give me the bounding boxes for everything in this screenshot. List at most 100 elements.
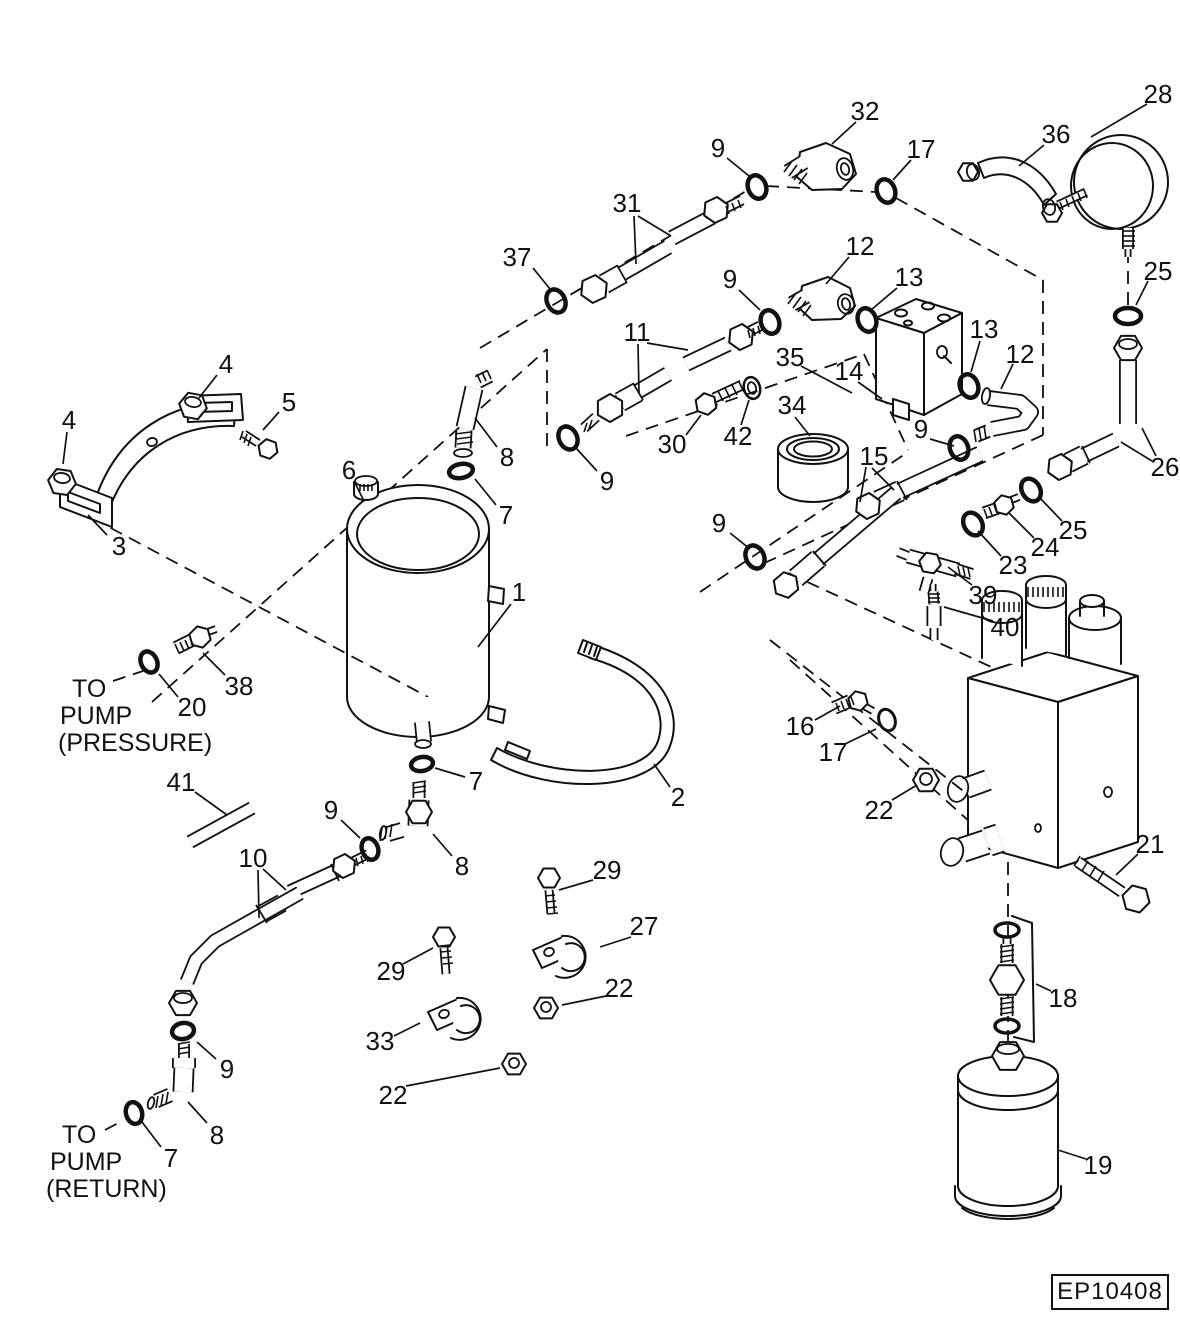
callout-41: 41 [167,767,228,816]
callout-number-7: 7 [164,1143,178,1173]
callout-12: 12 [1000,339,1035,390]
callout-29: 29 [558,855,622,891]
callout-number-31: 31 [613,188,642,218]
gauge-bracket [977,156,1057,206]
callout-9: 9 [196,1041,234,1084]
callout-20: 20 [158,673,207,722]
callout-9: 9 [711,133,750,177]
callout-26: 26 [1120,427,1180,482]
callout-8: 8 [187,1101,224,1150]
clamp-27 [532,934,587,979]
callout-17: 17 [819,728,877,767]
callout-number-14: 14 [835,356,864,386]
callout-number-27: 27 [630,911,659,941]
callout-number-12: 12 [1006,339,1035,369]
callout-number-9: 9 [712,508,726,538]
callout-number-35: 35 [776,342,805,372]
callout-8: 8 [474,417,514,472]
callout-number-22: 22 [865,795,894,825]
callout-number-22: 22 [379,1080,408,1110]
callout-37: 37 [503,242,551,290]
callout-number-24: 24 [1031,532,1060,562]
callout-number-41: 41 [167,767,196,797]
callout-number-9: 9 [600,466,614,496]
callout-10: 10 [239,843,287,919]
callout-16: 16 [786,705,841,741]
callout-number-29: 29 [377,956,406,986]
callout-number-4: 4 [62,405,76,435]
callout-number-22: 22 [605,973,634,1003]
callout-number-2: 2 [671,782,685,812]
callout-11: 11 [624,317,689,395]
filter-canister [954,1055,1062,1220]
callout-7: 7 [141,1121,178,1173]
callout-22: 22 [865,784,918,825]
callout-number-29: 29 [593,855,622,885]
callout-19: 19 [1057,1149,1113,1180]
clamp-33 [427,996,482,1041]
callout-5: 5 [262,387,296,431]
callout-8: 8 [432,833,469,881]
callout-number-17: 17 [819,737,848,767]
callout-number-13: 13 [970,314,999,344]
callout-17: 17 [892,134,936,181]
callout-number-1: 1 [512,577,526,607]
callout-23: 23 [977,530,1027,580]
figure-code: EP10408 [1057,1278,1163,1305]
bushing-ring [777,433,849,503]
callout-number-7: 7 [469,766,483,796]
callout-13: 13 [970,314,999,373]
callout-number-40: 40 [991,612,1020,642]
callout-22: 22 [561,973,634,1006]
callout-number-3: 3 [112,531,126,561]
callout-12: 12 [825,231,875,285]
tank-strap [490,639,675,786]
callout-number-21: 21 [1136,829,1165,859]
callout-number-18: 18 [1049,983,1078,1013]
callout-number-4: 4 [219,349,233,379]
callout-38: 38 [202,652,254,701]
valve-block [875,298,963,421]
callout-number-26: 26 [1151,452,1180,482]
fitting-18-bracket [1011,915,1035,1043]
callout-number-38: 38 [225,671,254,701]
callout-number-6: 6 [342,455,356,485]
figure-code-box: EP10408 [1051,1274,1169,1310]
callout-21: 21 [1115,829,1165,876]
callout-number-20: 20 [178,692,207,722]
callout-number-34: 34 [778,390,807,420]
callout-number-8: 8 [455,851,469,881]
callout-number-33: 33 [366,1026,395,1056]
callout-number-17: 17 [907,134,936,164]
callout-4: 4 [198,349,233,399]
callout-3: 3 [87,514,126,561]
callout-4: 4 [62,405,76,465]
manifold-block [967,575,1139,869]
callout-number-30: 30 [658,429,687,459]
callout-9: 9 [575,447,614,496]
callout-18: 18 [1035,983,1078,1013]
callout-9: 9 [324,795,361,839]
callout-number-28: 28 [1144,79,1173,109]
callout-29: 29 [377,947,434,986]
callout-40: 40 [943,606,1020,642]
callout-number-25: 25 [1144,256,1173,286]
callout-39: 39 [947,566,997,610]
callout-2: 2 [653,763,685,812]
callout-number-9: 9 [220,1054,234,1084]
callout-number-13: 13 [895,262,924,292]
callout-13: 13 [870,262,924,311]
callout-7: 7 [474,478,513,530]
callout-number-36: 36 [1042,119,1071,149]
callout-number-9: 9 [324,795,338,825]
callout-31: 31 [613,188,672,265]
callout-number-25: 25 [1059,515,1088,545]
callout-number-12: 12 [846,231,875,261]
callout-number-15: 15 [860,441,889,471]
callout-number-19: 19 [1084,1150,1113,1180]
callout-number-11: 11 [624,317,651,347]
callout-number-9: 9 [711,133,725,163]
